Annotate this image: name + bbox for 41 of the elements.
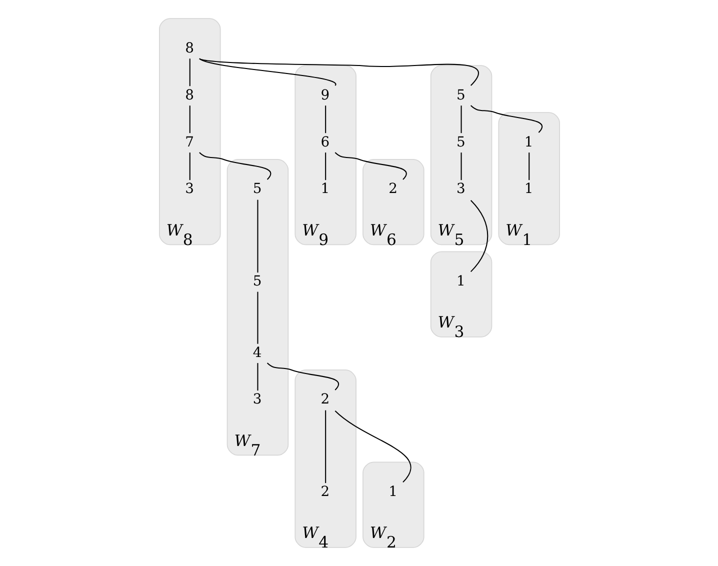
node-text: 1: [456, 273, 465, 290]
node-text: 2: [320, 484, 330, 500]
connector: [324, 410, 326, 484]
node-text: 8: [184, 40, 194, 56]
connector: [188, 106, 190, 134]
node-text: 1: [524, 181, 533, 198]
node-text: 1: [320, 181, 330, 198]
connector: [256, 363, 258, 391]
node-text: 5: [252, 181, 262, 198]
connector: [324, 152, 326, 180]
node-text: 3: [456, 181, 465, 198]
node-text: 5: [252, 273, 262, 290]
node-text: 2: [320, 392, 330, 408]
node-text: 1: [524, 134, 533, 150]
connector: [198, 58, 336, 86]
connector: [334, 152, 406, 180]
node-text: 3: [184, 181, 194, 198]
connector: [266, 362, 338, 390]
connector: [460, 106, 462, 134]
node-text: 8: [184, 87, 194, 104]
connector: [256, 200, 258, 273]
connector: [188, 58, 190, 86]
node-text: 5: [456, 134, 465, 150]
connector: [470, 105, 542, 133]
node-text: 6: [320, 134, 330, 150]
connector: [198, 152, 271, 180]
node-text: 5: [456, 87, 465, 104]
connector: [256, 292, 258, 344]
connector: [198, 58, 478, 86]
node-text: 1: [388, 484, 397, 500]
node-text: 9: [320, 87, 330, 104]
connector: [188, 152, 190, 180]
connector: [334, 410, 411, 483]
connector: [460, 152, 462, 180]
connector: [528, 152, 530, 180]
node-text: 3: [252, 392, 262, 408]
connector: [470, 200, 488, 272]
node-text: 2: [388, 181, 397, 198]
node-text: 4: [252, 344, 262, 361]
node-text: 7: [184, 134, 194, 150]
connector: [324, 106, 326, 134]
